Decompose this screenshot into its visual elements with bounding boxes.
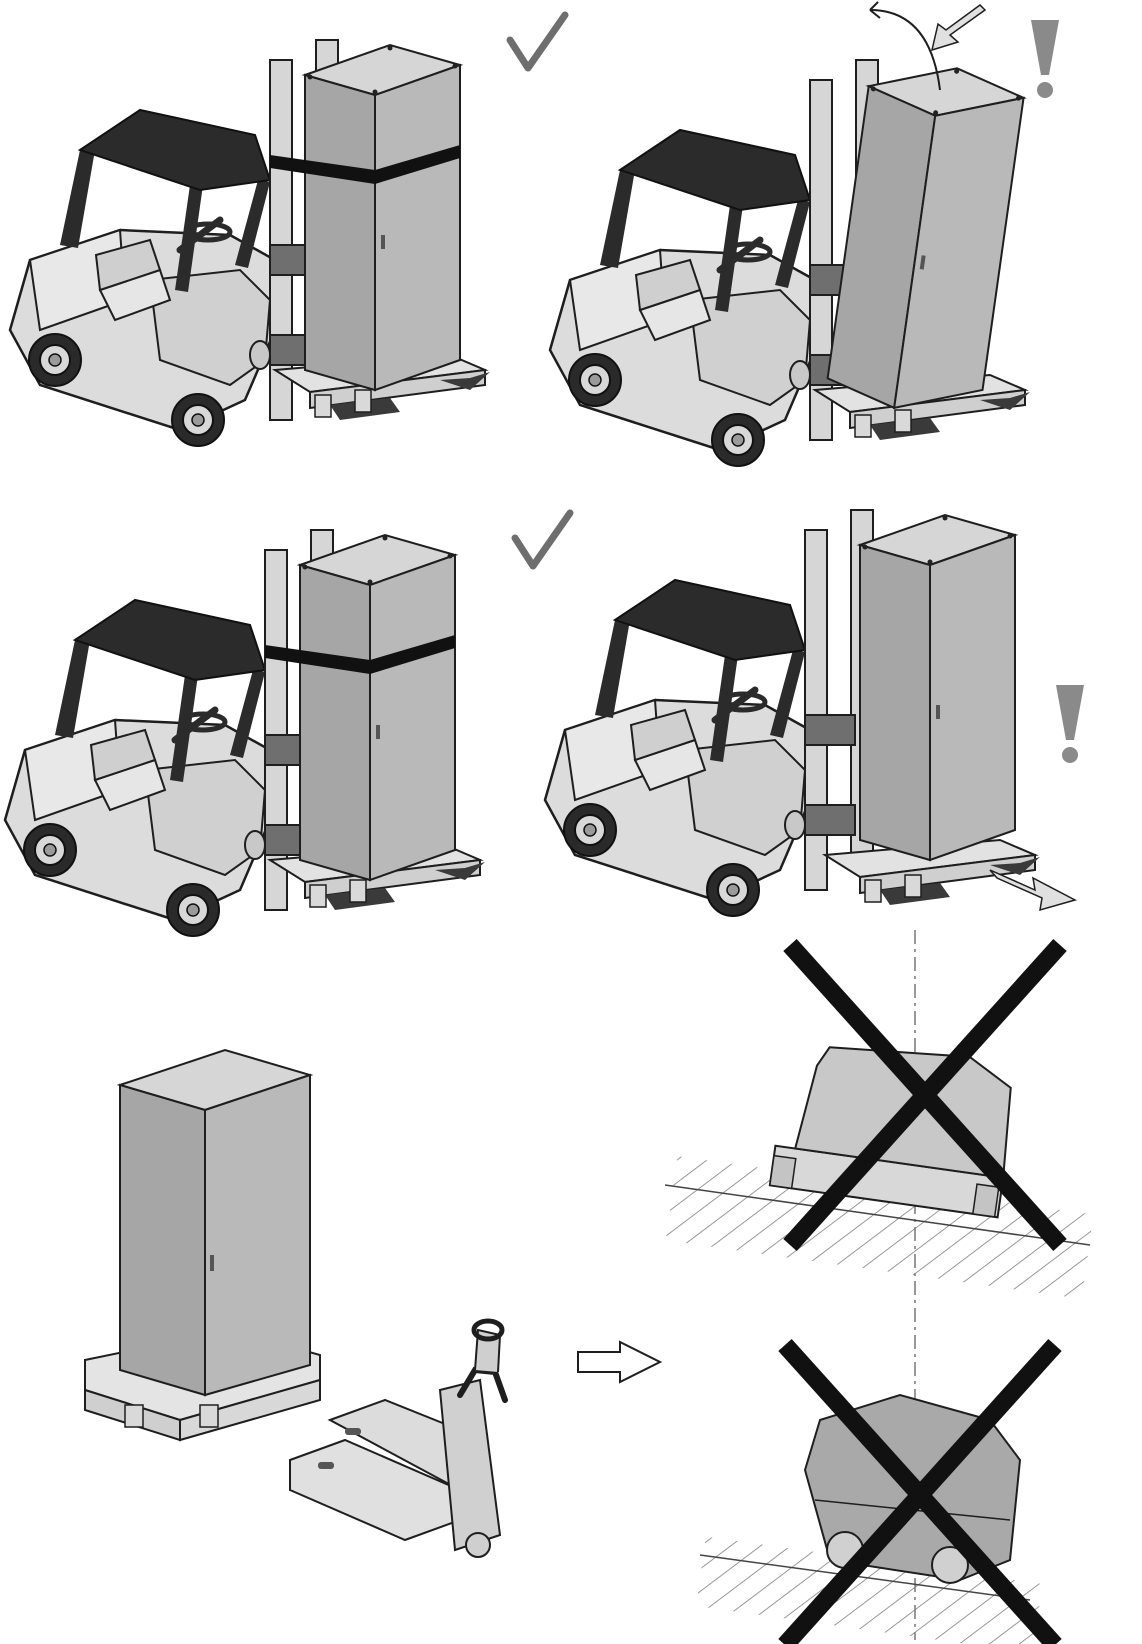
panel-forklift-unstrapped-pallet-misaligned bbox=[545, 510, 1084, 916]
panel-tilted-on-pallet-ground bbox=[665, 945, 1094, 1299]
panel-pallet-jack-handover bbox=[85, 1050, 660, 1557]
exclamation-icon bbox=[1031, 20, 1059, 98]
check-icon bbox=[515, 513, 570, 566]
arrow-right-icon bbox=[578, 1342, 660, 1382]
check-icon bbox=[510, 15, 565, 68]
cabinet-on-pallet bbox=[85, 1050, 320, 1440]
exclamation-icon bbox=[1056, 685, 1084, 763]
arrow-icon bbox=[932, 5, 985, 50]
forklift bbox=[550, 130, 815, 466]
arrow-icon bbox=[990, 870, 1075, 910]
cabinet bbox=[300, 535, 455, 880]
cabinet bbox=[305, 45, 460, 390]
forklift bbox=[545, 580, 810, 916]
panel-forklift-strapped-upright bbox=[10, 15, 565, 446]
cabinet bbox=[860, 515, 1015, 860]
forklift bbox=[10, 110, 275, 446]
panel-forklift-strapped-low-mast bbox=[5, 513, 570, 936]
panel-tilted-on-wheels-ground bbox=[696, 1345, 1055, 1644]
panel-forklift-unstrapped-tilting bbox=[550, 2, 1059, 466]
pallet-jack bbox=[290, 1321, 505, 1557]
forklift bbox=[5, 600, 270, 936]
